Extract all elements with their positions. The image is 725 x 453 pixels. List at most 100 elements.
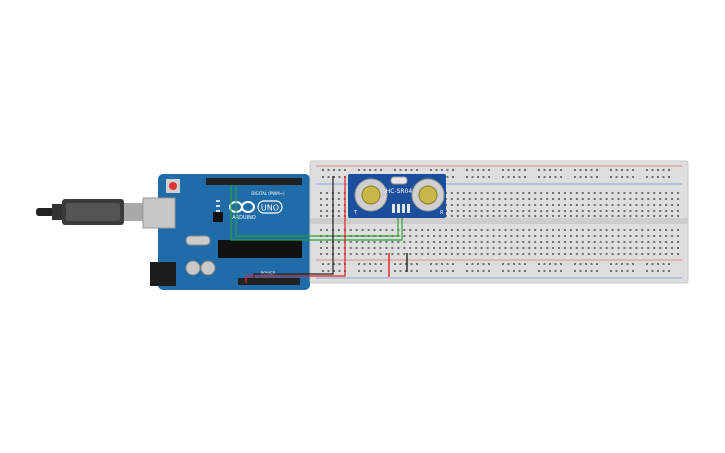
breadboard-hole[interactable] [593, 241, 596, 243]
breadboard-hole[interactable] [397, 247, 400, 249]
breadboard-hole[interactable] [516, 229, 519, 231]
breadboard-hole[interactable] [540, 247, 543, 249]
breadboard-hole[interactable] [563, 204, 566, 206]
breadboard-hole[interactable] [416, 270, 418, 272]
breadboard-hole[interactable] [558, 215, 560, 217]
breadboard-hole[interactable] [355, 241, 358, 243]
breadboard-hole[interactable] [641, 229, 644, 231]
breadboard-hole[interactable] [626, 169, 629, 171]
breadboard-hole[interactable] [320, 215, 322, 217]
breadboard-hole[interactable] [651, 176, 654, 178]
breadboard-hole[interactable] [456, 215, 459, 217]
breadboard-hole[interactable] [399, 270, 402, 272]
breadboard-hole[interactable] [480, 198, 483, 200]
breadboard-hole[interactable] [482, 270, 485, 272]
breadboard-hole[interactable] [450, 235, 453, 237]
breadboard-hole[interactable] [617, 215, 620, 217]
breadboard-hole[interactable] [610, 169, 612, 171]
breadboard-hole[interactable] [540, 215, 543, 217]
breadboard-hole[interactable] [367, 241, 370, 243]
breadboard-hole[interactable] [617, 253, 620, 255]
breadboard-hole[interactable] [528, 204, 531, 206]
breadboard-hole[interactable] [623, 235, 626, 237]
breadboard-hole[interactable] [477, 169, 479, 171]
breadboard-hole[interactable] [358, 263, 360, 265]
breadboard-hole[interactable] [563, 247, 566, 249]
breadboard-hole[interactable] [474, 229, 477, 231]
breadboard-hole[interactable] [647, 229, 650, 231]
breadboard-hole[interactable] [510, 253, 513, 255]
breadboard-hole[interactable] [403, 253, 406, 255]
breadboard-hole[interactable] [615, 263, 618, 265]
reset-button-cap[interactable] [169, 182, 177, 190]
breadboard-hole[interactable] [596, 270, 598, 272]
breadboard-hole[interactable] [510, 198, 513, 200]
breadboard-hole[interactable] [421, 241, 424, 243]
breadboard-hole[interactable] [435, 270, 438, 272]
breadboard-hole[interactable] [446, 176, 449, 178]
breadboard-hole[interactable] [552, 198, 555, 200]
breadboard-hole[interactable] [369, 169, 371, 171]
breadboard-hole[interactable] [504, 192, 507, 194]
breadboard-hole[interactable] [621, 176, 623, 178]
breadboard-hole[interactable] [621, 169, 623, 171]
breadboard-hole[interactable] [558, 253, 560, 255]
breadboard-hole[interactable] [534, 204, 537, 206]
breadboard-hole[interactable] [554, 270, 557, 272]
breadboard-hole[interactable] [391, 253, 394, 255]
breadboard-hole[interactable] [599, 241, 602, 243]
breadboard-hole[interactable] [518, 263, 521, 265]
breadboard-hole[interactable] [380, 169, 382, 171]
breadboard-hole[interactable] [647, 247, 650, 249]
breadboard-hole[interactable] [574, 176, 576, 178]
breadboard-hole[interactable] [486, 198, 489, 200]
breadboard-hole[interactable] [337, 253, 340, 255]
breadboard-hole[interactable] [337, 210, 340, 212]
breadboard-hole[interactable] [403, 229, 406, 231]
breadboard-hole[interactable] [394, 270, 396, 272]
breadboard-hole[interactable] [492, 253, 495, 255]
breadboard-hole[interactable] [543, 270, 546, 272]
breadboard-hole[interactable] [563, 215, 566, 217]
breadboard-hole[interactable] [397, 241, 400, 243]
breadboard-hole[interactable] [641, 192, 644, 194]
breadboard-hole[interactable] [560, 176, 562, 178]
breadboard-hole[interactable] [641, 253, 644, 255]
breadboard-hole[interactable] [552, 229, 555, 231]
breadboard-hole[interactable] [349, 253, 352, 255]
breadboard-hole[interactable] [623, 210, 626, 212]
breadboard-hole[interactable] [569, 235, 572, 237]
breadboard-hole[interactable] [486, 192, 489, 194]
breadboard-hole[interactable] [611, 241, 614, 243]
breadboard-hole[interactable] [492, 215, 495, 217]
breadboard-hole[interactable] [415, 247, 418, 249]
breadboard-hole[interactable] [635, 204, 638, 206]
breadboard-hole[interactable] [513, 169, 515, 171]
breadboard-hole[interactable] [456, 235, 459, 237]
breadboard-hole[interactable] [651, 263, 654, 265]
breadboard-hole[interactable] [590, 263, 593, 265]
breadboard-hole[interactable] [516, 204, 519, 206]
breadboard-hole[interactable] [540, 198, 543, 200]
breadboard-hole[interactable] [474, 241, 477, 243]
breadboard-hole[interactable] [421, 235, 424, 237]
breadboard-hole[interactable] [632, 169, 634, 171]
breadboard-hole[interactable] [554, 176, 557, 178]
breadboard-hole[interactable] [593, 204, 596, 206]
breadboard-hole[interactable] [325, 229, 328, 231]
breadboard-hole[interactable] [492, 241, 495, 243]
breadboard-hole[interactable] [349, 241, 352, 243]
breadboard-hole[interactable] [552, 192, 555, 194]
breadboard-hole[interactable] [385, 253, 388, 255]
breadboard-hole[interactable] [518, 169, 521, 171]
breadboard-hole[interactable] [466, 169, 468, 171]
breadboard-hole[interactable] [641, 198, 644, 200]
breadboard-hole[interactable] [337, 215, 340, 217]
breadboard-hole[interactable] [427, 229, 430, 231]
breadboard-hole[interactable] [492, 235, 495, 237]
breadboard-hole[interactable] [373, 253, 376, 255]
wire-green-echo[interactable] [235, 185, 399, 237]
breadboard-hole[interactable] [665, 235, 668, 237]
breadboard-hole[interactable] [421, 229, 424, 231]
breadboard-hole[interactable] [657, 270, 659, 272]
